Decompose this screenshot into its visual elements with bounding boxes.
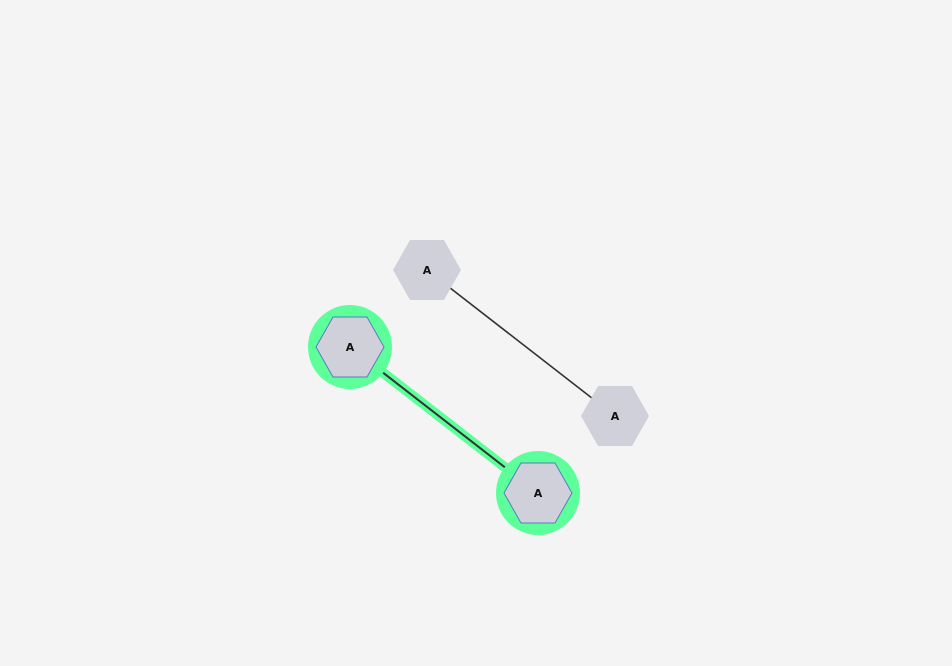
graph-node-selected[interactable]: A: [496, 451, 580, 535]
graph-node[interactable]: A: [393, 240, 461, 300]
graph-node[interactable]: A: [581, 386, 649, 446]
node-label: A: [534, 487, 543, 500]
hexagon-shape[interactable]: [503, 462, 573, 524]
edges-layer: [345, 269, 616, 498]
hexagon-shape[interactable]: [581, 386, 649, 446]
nodes-layer: A A A A: [308, 240, 649, 535]
hexagon-shape[interactable]: [315, 316, 385, 378]
node-label: A: [423, 264, 432, 277]
node-label: A: [346, 341, 355, 354]
hexagon-shape[interactable]: [393, 240, 461, 300]
graph-node-selected[interactable]: A: [308, 305, 392, 389]
edge-node-1-node-2[interactable]: [426, 269, 616, 417]
edge-line[interactable]: [426, 269, 616, 417]
node-label: A: [611, 410, 620, 423]
